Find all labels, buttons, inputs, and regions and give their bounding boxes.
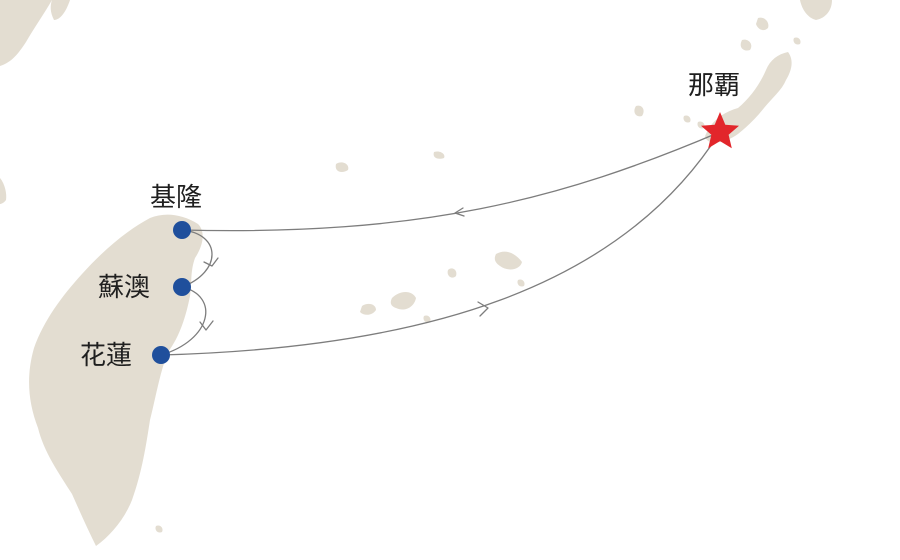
islet-c [447, 268, 457, 278]
islet-d [517, 279, 525, 287]
amami-island-4 [793, 37, 801, 45]
label-layer: 基隆 蘇澳 花蓮 那覇 [80, 71, 740, 371]
route-arrow-keelung-suao [203, 257, 219, 267]
okinawa-island [705, 52, 792, 143]
route-suao-hualien [160, 286, 207, 356]
coast-fragment [50, 0, 70, 20]
route-keelung-suao [181, 229, 213, 288]
islet-f [155, 525, 163, 533]
route-arrow-suao-hualien [199, 320, 214, 331]
port-label-hualien: 花蓮 [80, 341, 132, 371]
left-edge-land [0, 178, 7, 204]
islet-a [335, 162, 349, 172]
kerama-islet-2 [683, 115, 691, 123]
ishigaki-island [390, 292, 416, 310]
mainland-coast [0, 0, 52, 66]
iriomote-island [360, 303, 376, 315]
amami-island-2 [756, 17, 769, 31]
route-naha-keelung [181, 131, 721, 232]
port-label-suao: 蘇澳 [98, 273, 150, 303]
amami-island-3 [740, 39, 752, 51]
keelung-marker [173, 221, 191, 239]
marker-layer [152, 112, 739, 364]
route-hualien-naha [160, 131, 721, 356]
kerama-islet-1 [634, 105, 644, 117]
port-label-naha: 那覇 [688, 71, 740, 101]
naha-star-icon [701, 112, 739, 149]
suao-marker [173, 278, 191, 296]
hualien-marker [152, 346, 170, 364]
amami-island-1 [800, 0, 832, 20]
route-layer [160, 131, 721, 356]
taiwan-landmass [29, 214, 203, 546]
islet-b [433, 151, 445, 159]
land-layer [0, 0, 832, 546]
port-label-keelung: 基隆 [150, 183, 202, 213]
islet-e [423, 315, 431, 323]
route-arrow-naha-keelung [454, 207, 465, 217]
miyako-island [494, 251, 522, 270]
route-arrow-hualien-naha [477, 301, 489, 317]
